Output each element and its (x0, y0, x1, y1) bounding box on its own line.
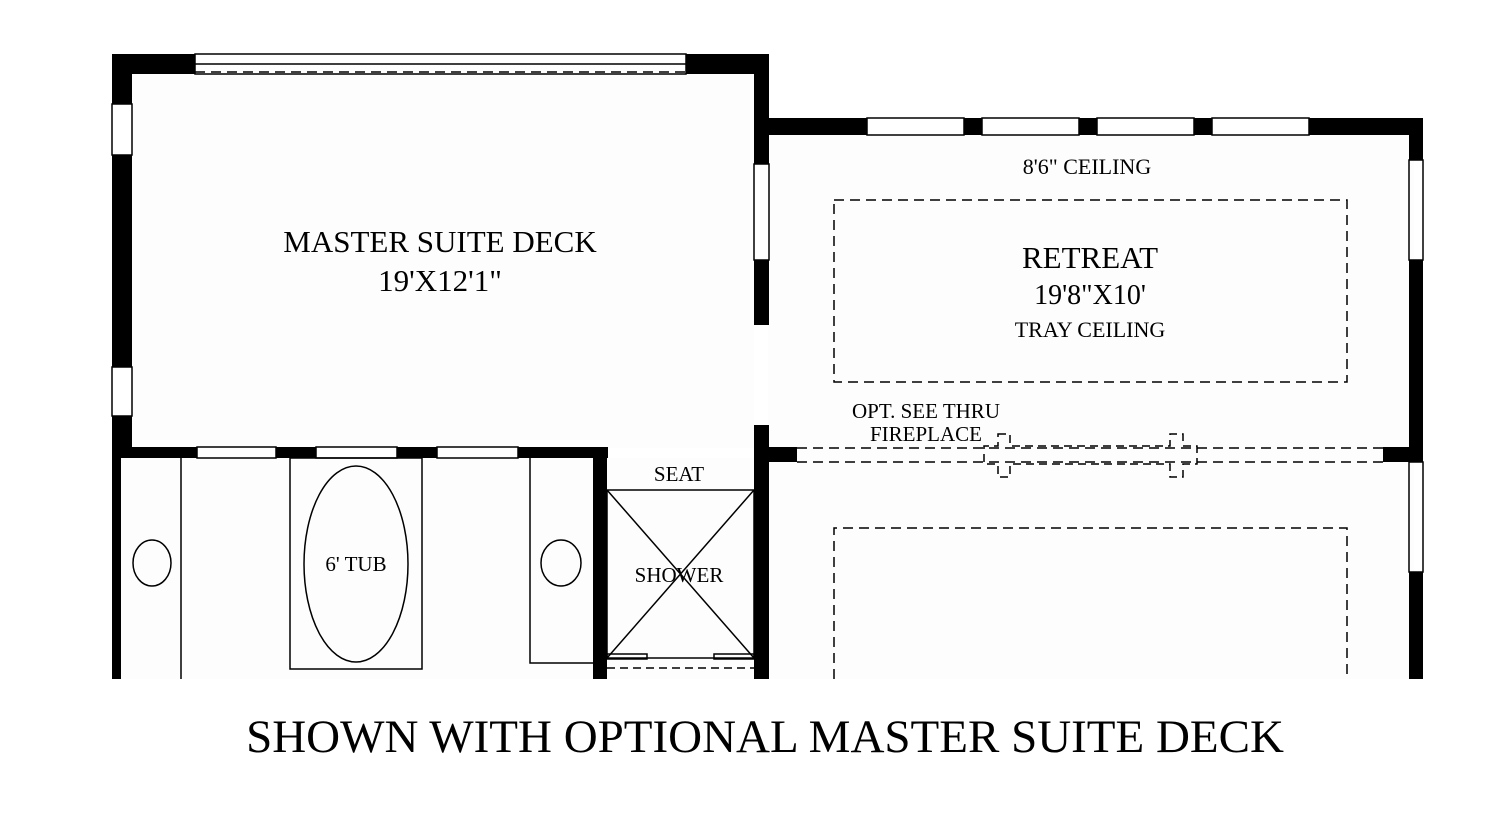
floor-area-retreat (768, 134, 1414, 679)
floor-area-deck (132, 74, 754, 448)
fireplace-label-line1: OPT. SEE THRU (852, 399, 1000, 423)
right-sink (540, 539, 582, 587)
shower (606, 489, 755, 659)
retreat-name: RETREAT (1022, 240, 1158, 275)
floor-area-bath (120, 458, 766, 679)
shower-label: SHOWER (635, 563, 724, 587)
bath-walls (112, 456, 769, 679)
tub-label: 6' TUB (325, 552, 386, 576)
tub (289, 457, 423, 670)
deck-walls (112, 54, 769, 460)
tub-basin (303, 465, 409, 663)
caption: SHOWN WITH OPTIONAL MASTER SUITE DECK (246, 711, 1284, 763)
lower-dashed-outline (833, 527, 1348, 679)
deck-dimensions: 19'X12'1" (378, 263, 502, 298)
fireplace-label-line2: FIREPLACE (870, 422, 982, 446)
fireplace-outline (797, 433, 1383, 478)
bath-fixtures (132, 457, 755, 679)
retreat-ceiling-height: 8'6" CEILING (1023, 154, 1152, 179)
retreat-walls (769, 118, 1423, 679)
retreat-windows (866, 117, 1424, 573)
deck-name: MASTER SUITE DECK (283, 224, 597, 259)
retreat-ceiling-type: TRAY CEILING (1015, 317, 1166, 342)
retreat-dimensions: 19'8"X10' (1034, 280, 1146, 311)
seat-label: SEAT (654, 462, 704, 486)
tray-ceiling-outline (833, 199, 1348, 383)
left-sink (132, 539, 172, 587)
